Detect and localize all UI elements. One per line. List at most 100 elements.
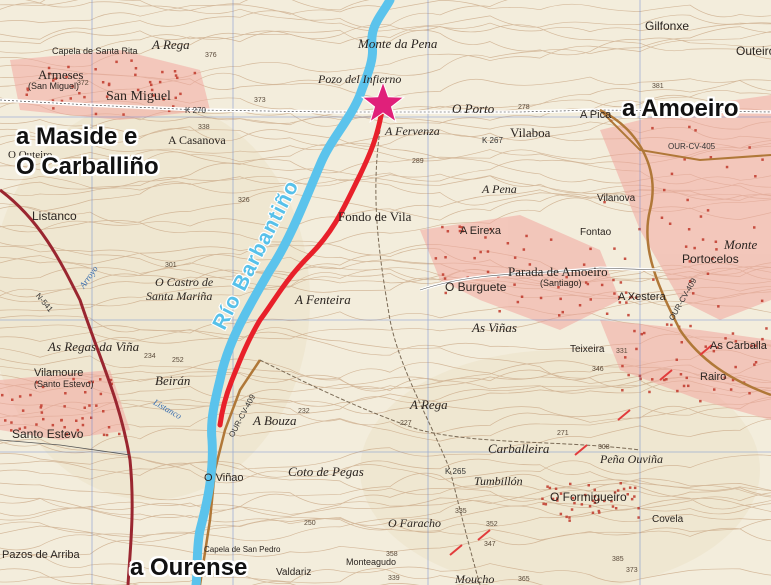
building-dot xyxy=(724,337,727,340)
building-dot xyxy=(150,83,153,87)
building-dot xyxy=(612,278,615,282)
contour-line xyxy=(0,268,771,312)
place-label: As Carballa xyxy=(710,340,767,352)
place-label: O Castro de xyxy=(155,275,214,289)
building-dot xyxy=(489,227,492,231)
building-dot xyxy=(441,273,445,276)
elevation-label: 252 xyxy=(172,357,184,364)
building-dot xyxy=(633,486,637,490)
contour-line xyxy=(0,553,544,585)
building-dot xyxy=(134,67,138,70)
building-dot xyxy=(638,227,641,231)
building-dot xyxy=(179,92,182,96)
place-label: Gilfonxe xyxy=(645,19,690,33)
building-dot xyxy=(605,312,609,315)
elevation-label: 338 xyxy=(198,124,210,131)
building-dot xyxy=(26,88,30,92)
building-dot xyxy=(105,433,109,437)
contour-line xyxy=(0,0,370,11)
building-dot xyxy=(731,332,735,335)
place-label: O Burguete xyxy=(445,280,507,294)
contour-line xyxy=(0,517,771,559)
building-dot xyxy=(648,390,651,394)
building-dot xyxy=(193,71,197,75)
building-dot xyxy=(682,384,686,388)
place-label: A Casanova xyxy=(168,133,226,147)
building-dot xyxy=(753,363,756,366)
building-dot xyxy=(723,376,727,379)
place-label: A Eirexa xyxy=(460,225,501,237)
building-dot xyxy=(21,409,25,412)
building-dot xyxy=(539,296,543,300)
building-dot xyxy=(689,324,692,328)
place-label: Monte xyxy=(724,237,758,252)
building-dot xyxy=(591,499,595,502)
route-markers xyxy=(449,344,713,556)
building-dot xyxy=(734,365,737,369)
building-dot xyxy=(713,388,716,391)
building-dot xyxy=(554,487,558,490)
building-dot xyxy=(51,99,55,102)
place-label: Outeiro xyxy=(736,44,771,58)
destination-amoeiro: a Amoeiro xyxy=(622,95,739,122)
building-dot xyxy=(444,256,447,259)
contour-line xyxy=(0,372,771,394)
place-label: Portocelos xyxy=(682,252,739,266)
building-dot xyxy=(686,198,689,202)
contour-line xyxy=(0,460,771,495)
building-dot xyxy=(578,304,582,307)
hiking-route[interactable] xyxy=(217,102,386,428)
building-dot xyxy=(611,505,615,508)
building-dot xyxy=(441,225,444,229)
building-dot xyxy=(704,345,707,348)
building-dot xyxy=(587,484,590,487)
road-label: OUR-CV-405 xyxy=(668,142,716,151)
building-dot xyxy=(568,519,571,522)
building-dot xyxy=(621,389,624,392)
building-dot xyxy=(484,236,487,239)
building-dot xyxy=(665,323,669,326)
building-dot xyxy=(35,423,38,426)
star-icon[interactable] xyxy=(360,80,406,124)
place-label: Pazos de Arriba xyxy=(2,549,80,561)
building-dot xyxy=(748,392,751,395)
contour-line xyxy=(0,396,771,419)
place-label: Santo Estevo xyxy=(12,427,84,441)
building-dot xyxy=(90,416,93,419)
river-barbantino xyxy=(191,0,395,585)
contour-line xyxy=(0,267,771,298)
building-dot xyxy=(643,331,646,335)
building-dot xyxy=(709,156,713,159)
elevation-label: 365 xyxy=(518,576,530,583)
building-dot xyxy=(586,282,590,286)
building-dot xyxy=(619,281,623,284)
building-dot xyxy=(548,486,552,490)
building-dot xyxy=(614,507,618,510)
place-label: A Bouza xyxy=(253,413,297,428)
building-dot xyxy=(486,250,490,253)
building-dot xyxy=(603,200,606,204)
building-dot xyxy=(18,427,21,431)
building-dot xyxy=(630,295,634,299)
building-dot xyxy=(593,488,596,492)
building-dot xyxy=(91,380,94,384)
building-dot xyxy=(761,337,764,341)
building-dot xyxy=(593,495,597,498)
building-dot xyxy=(94,68,97,71)
building-dot xyxy=(60,99,64,103)
elevation-label: 335 xyxy=(455,508,467,515)
building-dot xyxy=(688,125,691,129)
place-label: A Xestera xyxy=(618,291,666,303)
building-dot xyxy=(172,105,175,108)
building-dot xyxy=(528,263,532,266)
building-dot xyxy=(621,364,624,368)
building-dot xyxy=(542,502,545,506)
place-label: Tumbillón xyxy=(474,474,523,488)
building-dot xyxy=(173,70,177,73)
building-dot xyxy=(688,280,692,283)
elevation-label: 339 xyxy=(388,575,400,582)
building-dot xyxy=(584,281,588,284)
building-dot xyxy=(551,497,555,501)
building-dot xyxy=(670,172,674,176)
